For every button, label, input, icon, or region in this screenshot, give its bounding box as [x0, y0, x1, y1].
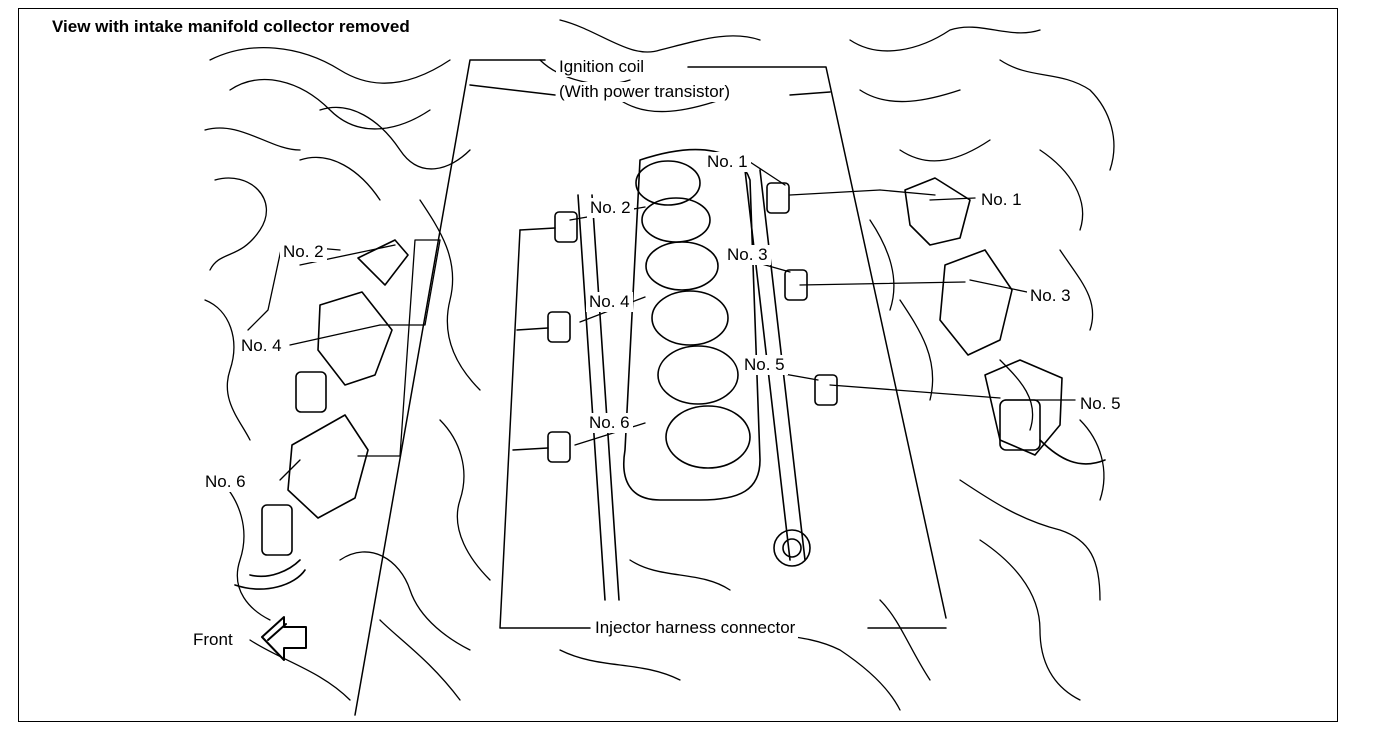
label-leader-lines [247, 161, 1076, 481]
center-no3-label: No. 3 [724, 245, 771, 265]
injector-connector-5 [814, 374, 838, 406]
cylinder-bore-5 [657, 345, 739, 405]
fuel-damper [773, 529, 811, 567]
injector-connectors [547, 182, 838, 463]
ignition-coil-right-3 [939, 249, 1013, 356]
ignition-coil-left-4 [317, 291, 393, 386]
injector-harness-callout-lines [499, 227, 947, 629]
cylinder-head [623, 148, 761, 501]
ignition-coil-right-5 [984, 359, 1063, 456]
left-no6-label: No. 6 [202, 472, 249, 492]
right-no3-label: No. 3 [1027, 286, 1074, 306]
center-no4-label: No. 4 [586, 292, 633, 312]
injector-connector-6 [547, 431, 571, 463]
figure-title: View with intake manifold collector remo… [48, 17, 414, 37]
cylinder-bore-1 [635, 160, 701, 206]
fuel-rails [577, 169, 811, 601]
left-no4-label: No. 4 [238, 336, 285, 356]
injector-connector-4 [547, 311, 571, 343]
left-arrow-icon [261, 616, 307, 661]
figure-frame [18, 8, 1338, 722]
cylinder-bore-6 [665, 405, 751, 469]
cylinder-bore-4 [651, 290, 729, 346]
center-no6-label: No. 6 [586, 413, 633, 433]
right-no5-label: No. 5 [1077, 394, 1124, 414]
injector-connector-2 [554, 211, 578, 243]
injector-connector-1 [766, 182, 790, 214]
right-no1-label: No. 1 [978, 190, 1025, 210]
center-no1-label: No. 1 [704, 152, 751, 172]
ignition-coil-left-2 [357, 239, 409, 286]
center-no5-label: No. 5 [741, 355, 788, 375]
ignition-coil-label: Ignition coil [556, 57, 648, 77]
center-no2-label: No. 2 [587, 198, 634, 218]
left-no2-label: No. 2 [280, 242, 327, 262]
ignition-coil-right-1 [904, 177, 971, 246]
right-bank-coils [904, 177, 1106, 465]
power-transistor-label: (With power transistor) [556, 82, 733, 102]
left-bank-coils [234, 239, 409, 590]
front-label: Front [190, 630, 236, 650]
ignition-coil-left-6 [287, 414, 369, 519]
engine-background-sketch [204, 19, 1115, 711]
ignition-coil-callout-lines [354, 59, 947, 716]
injector-harness-label: Injector harness connector [592, 618, 799, 638]
cylinder-bore-3 [645, 241, 719, 291]
